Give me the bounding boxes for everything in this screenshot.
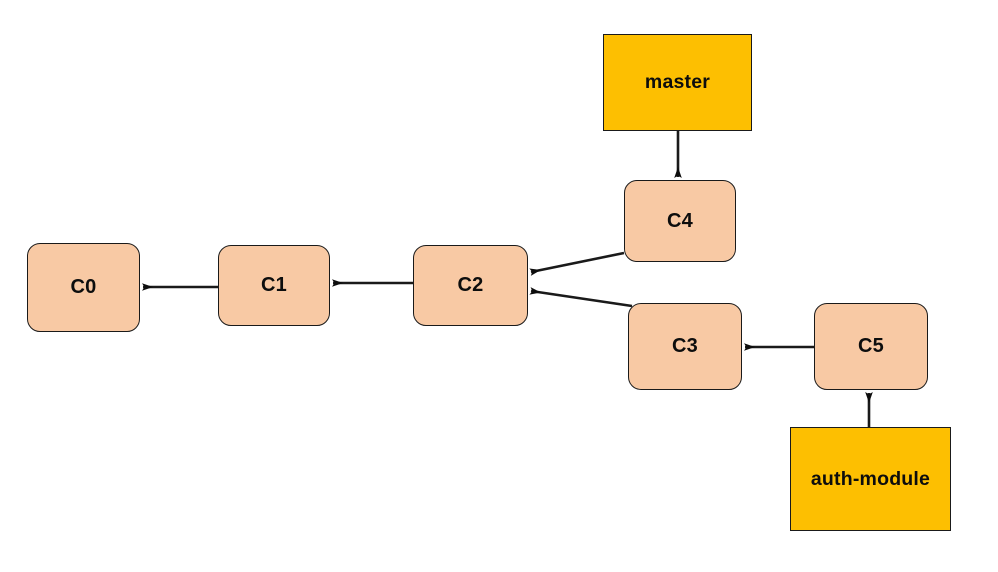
node-label: C1 xyxy=(261,274,287,296)
commit-node-c1[interactable]: C1 xyxy=(218,245,330,326)
commit-node-c0[interactable]: C0 xyxy=(27,243,140,332)
edge-c3-to-c2 xyxy=(529,287,633,308)
node-label: C5 xyxy=(858,335,884,357)
node-label: C0 xyxy=(70,276,97,298)
node-label: C4 xyxy=(667,209,693,232)
node-label: C2 xyxy=(457,274,484,296)
branch-node-master[interactable]: master xyxy=(603,34,752,131)
commit-node-c5[interactable]: C5 xyxy=(814,303,928,390)
commit-node-c2[interactable]: C2 xyxy=(413,245,528,326)
commit-node-c4[interactable]: C4 xyxy=(624,180,736,262)
node-label: auth-module xyxy=(810,467,931,490)
node-label: C3 xyxy=(672,335,698,357)
edge-c4-to-c2 xyxy=(529,251,625,276)
commit-node-c3[interactable]: C3 xyxy=(628,303,742,390)
branch-node-auth-module[interactable]: auth-module xyxy=(790,427,951,531)
node-label: master xyxy=(644,71,711,93)
